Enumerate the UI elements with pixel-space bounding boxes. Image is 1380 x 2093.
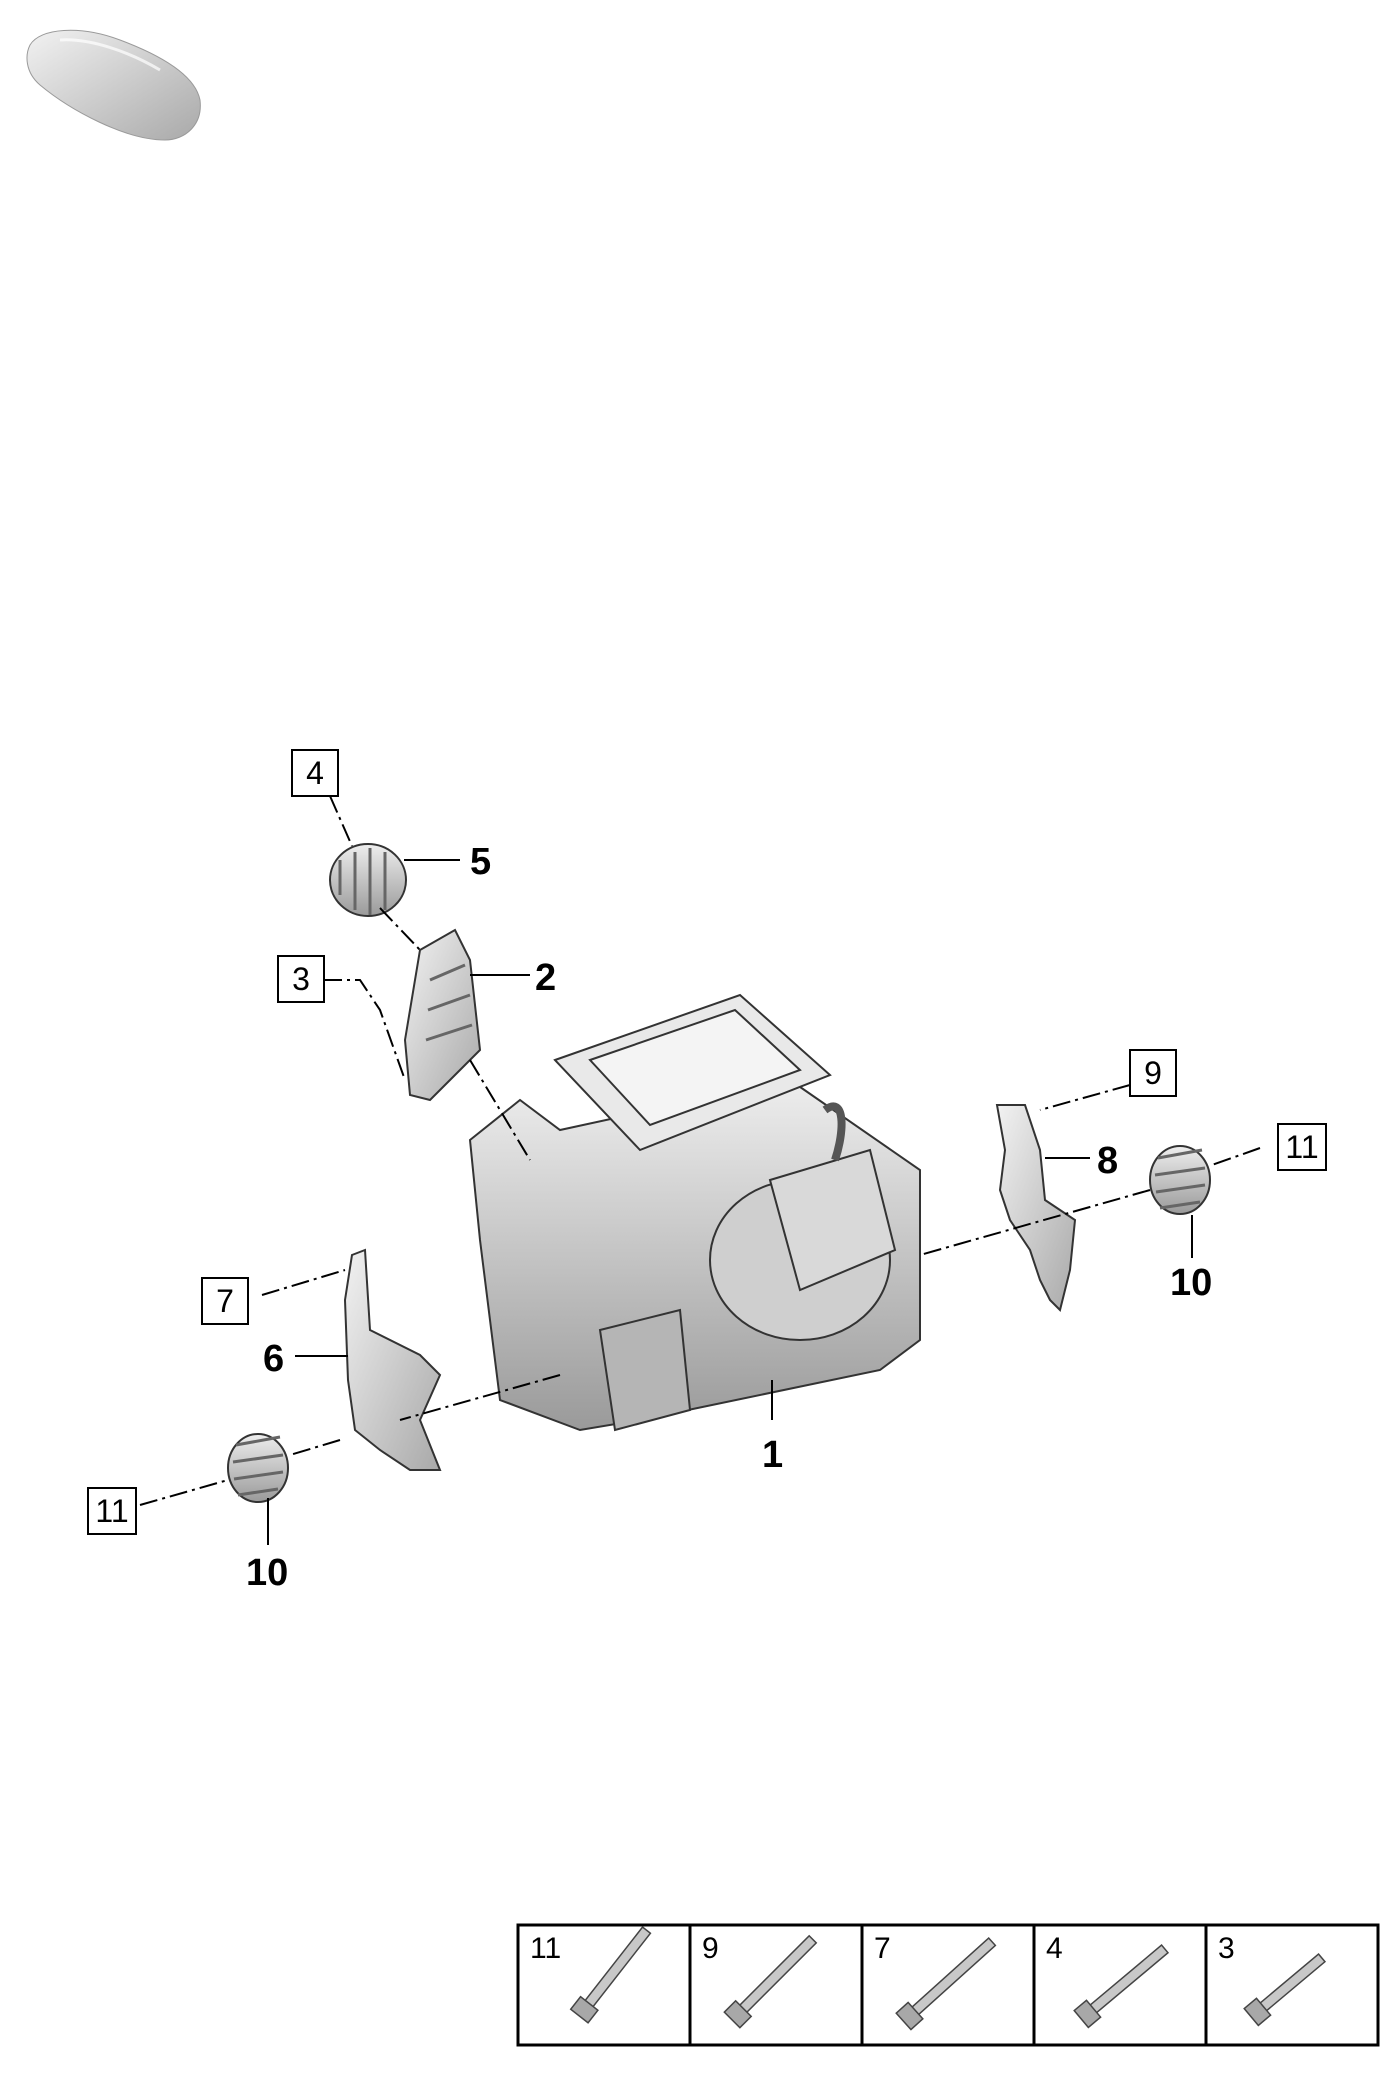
svg-text:7: 7: [216, 1283, 234, 1319]
callout-1: 1: [762, 1434, 783, 1476]
svg-text:7: 7: [874, 1932, 891, 1965]
vehicle-thumbnail-icon: [26, 29, 201, 141]
assembly-axis-lines: [139, 795, 1261, 1506]
boxed-callout-11-right: 11: [1277, 1123, 1327, 1171]
callout-2: 2: [535, 957, 556, 999]
mount-bracket-part-2: [403, 928, 482, 1102]
bolt-icon: [723, 1934, 818, 2029]
bolt-cell-11: 11: [530, 1926, 652, 2024]
callout-6: 6: [263, 1338, 284, 1380]
drive-unit-part-1: [468, 993, 921, 1432]
svg-text:9: 9: [1144, 1055, 1162, 1091]
bolt-icon: [1243, 1952, 1327, 2027]
svg-text:11: 11: [95, 1493, 128, 1529]
leader-lines: [267, 859, 1193, 1545]
svg-text:9: 9: [702, 1932, 719, 1965]
svg-text:11: 11: [1285, 1129, 1318, 1165]
svg-text:4: 4: [1046, 1932, 1063, 1965]
bolt-reference-table: 11 9 7 4: [516, 1923, 1380, 2047]
bolt-cell-4: 4: [1046, 1932, 1170, 2029]
callout-5: 5: [470, 841, 491, 883]
boxed-callout-11-left: 11: [87, 1487, 137, 1535]
mount-bushing-part-10-left: [227, 1433, 289, 1503]
bolt-cell-9: 9: [702, 1932, 818, 2029]
mount-bushing-part-10-right: [1149, 1145, 1211, 1215]
bolt-icon: [1073, 1944, 1170, 2029]
svg-text:4: 4: [306, 755, 324, 791]
bolt-icon: [569, 1926, 652, 2024]
bolt-cell-3: 3: [1218, 1932, 1327, 2027]
mount-bushing-part-5: [329, 843, 407, 917]
boxed-callout-4: 4: [291, 749, 339, 797]
boxed-callout-3: 3: [277, 955, 325, 1003]
mount-bracket-part-8: [995, 1104, 1077, 1312]
callout-10-right: 10: [1170, 1262, 1212, 1304]
svg-text:3: 3: [292, 961, 310, 997]
svg-text:11: 11: [530, 1932, 561, 1965]
bolt-cell-7: 7: [874, 1932, 997, 2031]
callout-10-left: 10: [246, 1552, 288, 1594]
boxed-callout-9: 9: [1129, 1049, 1177, 1097]
bolt-icon: [895, 1936, 997, 2031]
svg-text:3: 3: [1218, 1932, 1235, 1965]
callout-8: 8: [1097, 1140, 1118, 1182]
boxed-callout-7: 7: [201, 1277, 249, 1325]
mount-bracket-part-6: [343, 1248, 442, 1471]
